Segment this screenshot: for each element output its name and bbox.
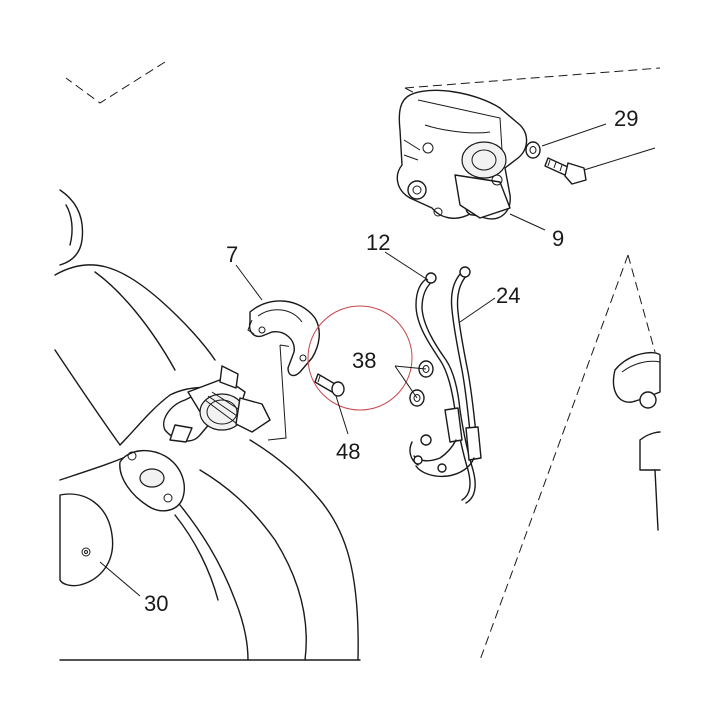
brake-caliper xyxy=(396,89,528,220)
muffler-end-cap xyxy=(59,493,114,587)
washer-and-bolt-29 xyxy=(525,141,587,185)
bolt-48 xyxy=(314,373,345,397)
heat-shield-bracket xyxy=(247,300,320,377)
oxygen-sensor-assembly xyxy=(163,365,271,443)
sensor-wire-harness xyxy=(409,266,482,504)
callout-9: 9 xyxy=(552,226,564,251)
clamp-fragment-right xyxy=(612,352,661,531)
leader-lines xyxy=(99,123,656,597)
pipe-flange xyxy=(119,449,185,512)
callout-7: 7 xyxy=(226,242,238,267)
callout-38: 38 xyxy=(352,348,376,373)
callout-24: 24 xyxy=(496,283,520,308)
highlight-circle xyxy=(307,305,413,411)
callout-29: 29 xyxy=(614,106,638,131)
callout-48: 48 xyxy=(336,439,360,464)
callout-12: 12 xyxy=(366,230,390,255)
callout-30: 30 xyxy=(144,591,168,616)
callout-labels: 29 9 12 24 7 38 48 30 xyxy=(144,106,638,616)
